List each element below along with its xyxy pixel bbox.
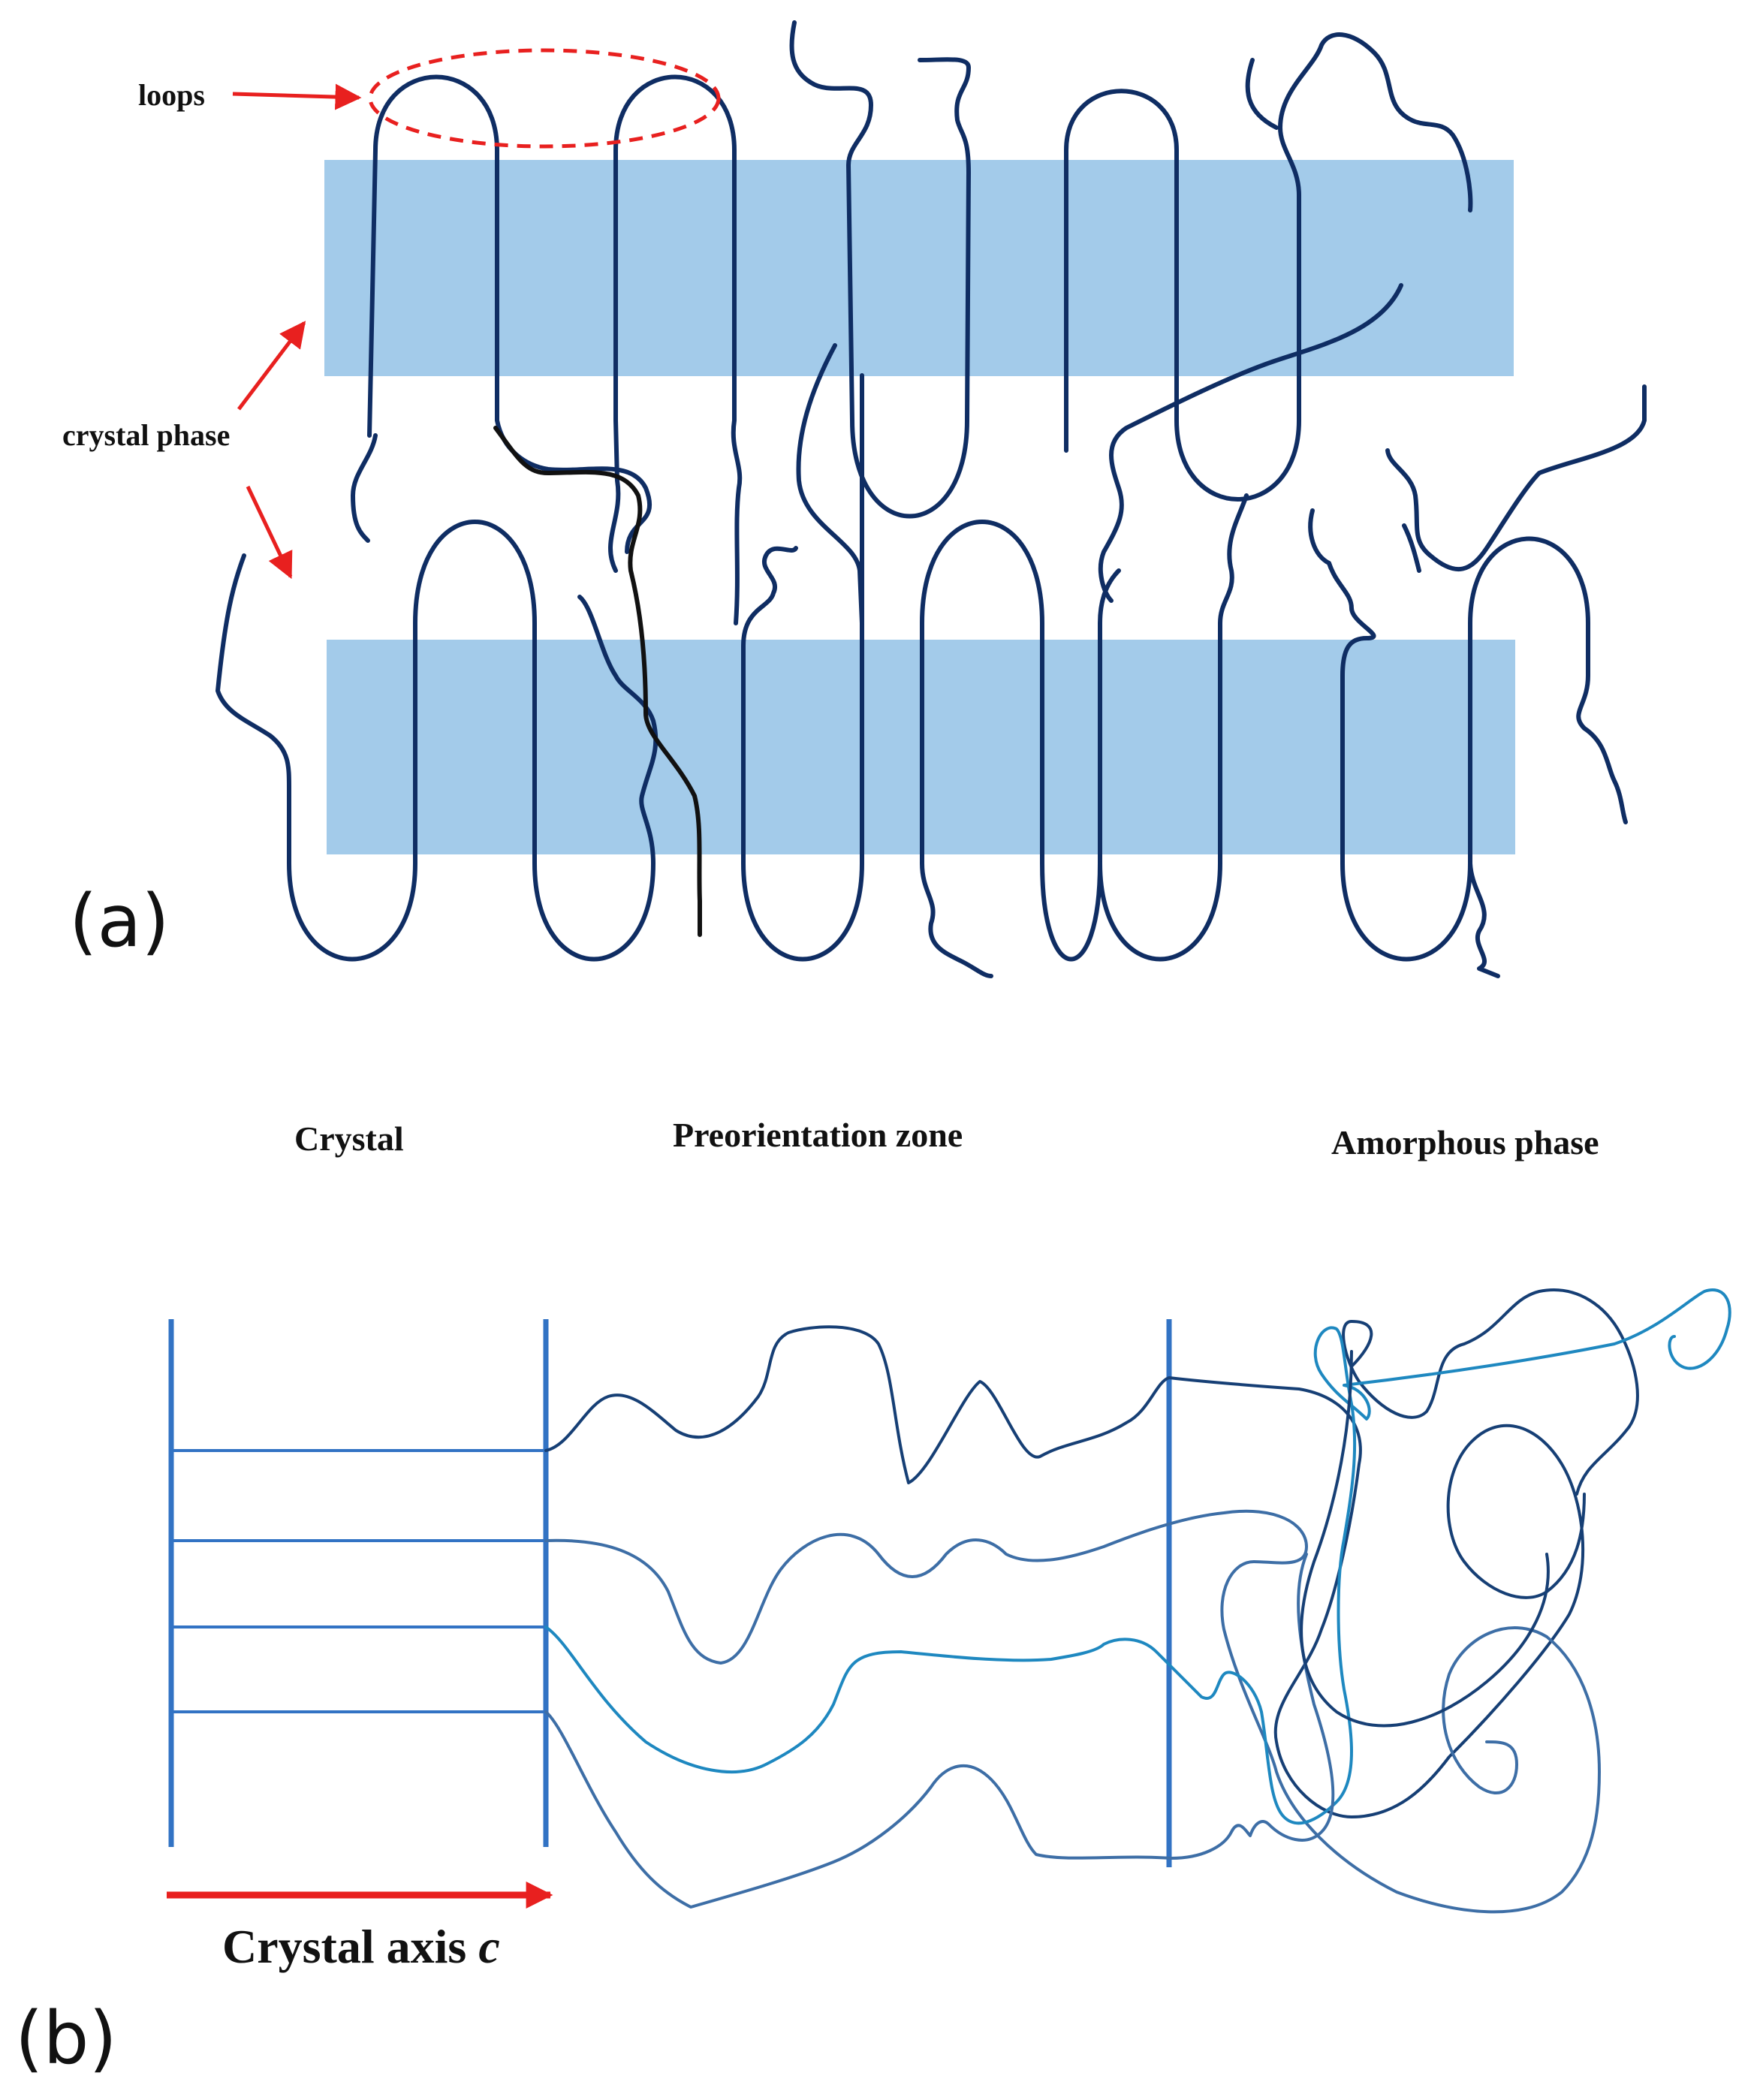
loops-arrow (232, 83, 362, 110)
label-crystal-phase: crystal phase (62, 418, 230, 452)
chains-b (544, 1288, 1731, 1914)
crystal-stems (171, 1449, 546, 1713)
label-amorphous-phase: Amorphous phase (1331, 1123, 1599, 1161)
crystal-band-upper (324, 160, 1514, 376)
chain-b-1 (544, 1325, 1586, 1818)
crystal-arrow-down (246, 485, 293, 580)
chain-dark (493, 426, 702, 937)
label-crystal: Crystal (294, 1119, 404, 1158)
panel-a-tag: (a) (69, 879, 170, 963)
chain-b-1-tail (1342, 1288, 1639, 1496)
chain-b-4 (544, 1553, 1335, 1909)
panel-b: Crystal Preorientation zone Amorphous ph… (15, 1116, 1731, 2080)
chain-fold-7 (796, 343, 864, 625)
chain-b-2 (544, 1509, 1601, 1914)
chain-fold-9 (1327, 561, 1376, 866)
crystal-axis-symbol: c (478, 1920, 499, 1973)
label-crystal-axis: Crystal axis c (222, 1920, 500, 1973)
polymer-chains-a (215, 20, 1647, 978)
chain-fold-6 (741, 546, 798, 866)
region-boundaries (168, 1319, 1172, 1867)
crystal-arrow-up (237, 321, 306, 411)
chain-fold-4 (1064, 32, 1473, 502)
chain-fold-2 (608, 74, 743, 625)
panel-a: loops crystal phase (a) (62, 20, 1647, 978)
label-loops: loops (138, 78, 205, 112)
crystal-axis-text: Crystal axis (222, 1920, 478, 1973)
chain-b-4-tail (1300, 1350, 1550, 1728)
label-preorientation-zone: Preorientation zone (673, 1116, 963, 1154)
chain-b-3 (544, 1288, 1731, 1825)
chain-fold-8 (920, 520, 1121, 962)
chain-fold-1 (367, 74, 652, 554)
loops-highlight (368, 48, 721, 149)
chain-3 (789, 20, 971, 519)
panel-b-tag: (b) (15, 1996, 117, 2080)
chain-diagonal (1098, 283, 1403, 603)
